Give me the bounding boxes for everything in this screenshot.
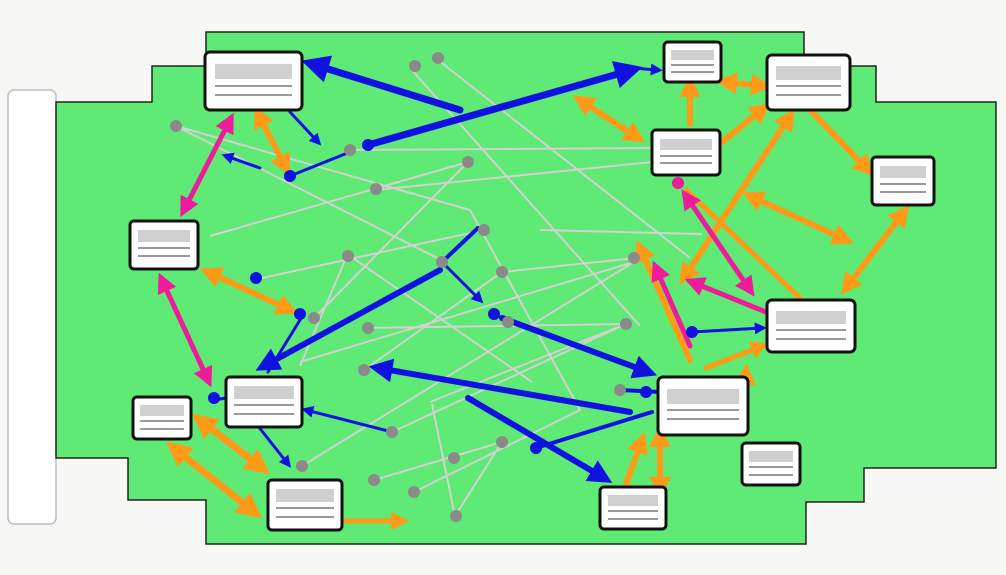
node-box[interactable] — [131, 395, 193, 441]
node-box[interactable] — [740, 441, 802, 487]
junction-dot — [362, 322, 374, 334]
endpoint-dot — [530, 442, 542, 454]
node-box[interactable] — [870, 155, 936, 207]
junction-dot — [502, 316, 514, 328]
endpoint-dot — [686, 326, 698, 338]
endpoint-dot — [250, 272, 262, 284]
node-box[interactable] — [765, 298, 857, 354]
junction-dot — [432, 52, 444, 64]
magenta-dots — [672, 177, 684, 189]
junction-dot — [628, 252, 640, 264]
node-box[interactable] — [128, 219, 200, 271]
junction-dot — [450, 510, 462, 522]
node-box[interactable] — [765, 53, 852, 112]
junction-dot — [448, 452, 460, 464]
node-box[interactable] — [224, 375, 304, 429]
junction-dot — [368, 474, 380, 486]
endpoint-dots — [208, 139, 698, 454]
junction-dot — [614, 384, 626, 396]
junction-dot — [170, 120, 182, 132]
junction-dot — [296, 460, 308, 472]
junction-dot — [308, 312, 320, 324]
endpoint-dot — [294, 308, 306, 320]
endpoint-dot — [488, 308, 500, 320]
endpoint-dot — [362, 139, 374, 151]
orange-connections — [166, 72, 910, 530]
node-box[interactable] — [656, 375, 750, 437]
junction-dot — [408, 486, 420, 498]
junction-dot — [436, 256, 448, 268]
magenta-connections — [157, 112, 769, 388]
junction-dot — [386, 426, 398, 438]
node-box[interactable] — [203, 50, 304, 112]
node-box[interactable] — [650, 128, 722, 177]
junction-dot — [370, 183, 382, 195]
junction-dot — [409, 60, 421, 72]
node-box[interactable] — [662, 40, 723, 84]
junction-dot — [496, 436, 508, 448]
node-box[interactable] — [266, 478, 344, 532]
endpoint-dot — [640, 386, 652, 398]
junction-dots — [170, 52, 640, 522]
junction-dot — [342, 250, 354, 262]
junction-dot — [358, 364, 370, 376]
junction-dot — [496, 266, 508, 278]
junction-dot — [462, 156, 474, 168]
nodes — [128, 40, 936, 532]
junction-dot — [478, 224, 490, 236]
endpoint-dot — [672, 177, 684, 189]
endpoint-dot — [208, 392, 220, 404]
gray-connections — [175, 59, 703, 517]
blue-connections — [212, 55, 767, 483]
junction-dot — [620, 318, 632, 330]
side-panel — [7, 89, 57, 525]
node-box[interactable] — [598, 485, 668, 531]
endpoint-dot — [284, 170, 296, 182]
junction-dot — [344, 144, 356, 156]
